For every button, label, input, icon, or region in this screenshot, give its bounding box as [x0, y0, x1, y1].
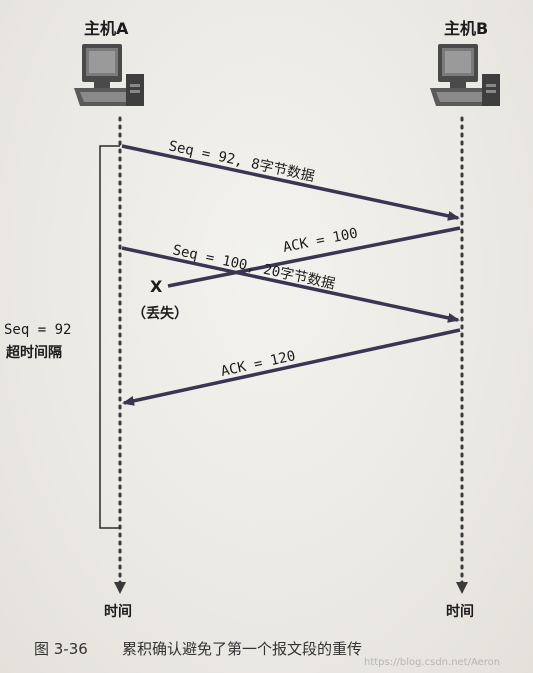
- computer-a-icon: [74, 44, 144, 106]
- timeline-a-arrow: [114, 582, 126, 594]
- time-label-a: 时间: [104, 603, 132, 620]
- segment-1-arrow: [121, 144, 460, 221]
- figure-number: 图 3-36: [34, 640, 88, 658]
- host-a-label: 主机A: [84, 19, 129, 38]
- timeout-bracket: [99, 145, 120, 529]
- computer-b-icon: [430, 44, 500, 106]
- loss-label: （丢失）: [132, 305, 188, 322]
- timeline-b-arrow: [456, 582, 468, 594]
- ack-120-arrow: [122, 328, 461, 406]
- ack-100-arrow: [167, 226, 461, 288]
- host-b-label: 主机B: [444, 19, 488, 38]
- timeout-interval-label: 超时间隔: [5, 344, 62, 361]
- watermark: https://blog.csdn.net/Aeron: [364, 657, 500, 668]
- timeout-seq-label: Seq = 92: [4, 322, 71, 338]
- loss-mark: X: [150, 277, 163, 296]
- figure-caption: 累积确认避免了第一个报文段的重传: [122, 640, 362, 658]
- segment-2-arrow: [121, 246, 460, 323]
- time-label-b: 时间: [446, 603, 474, 620]
